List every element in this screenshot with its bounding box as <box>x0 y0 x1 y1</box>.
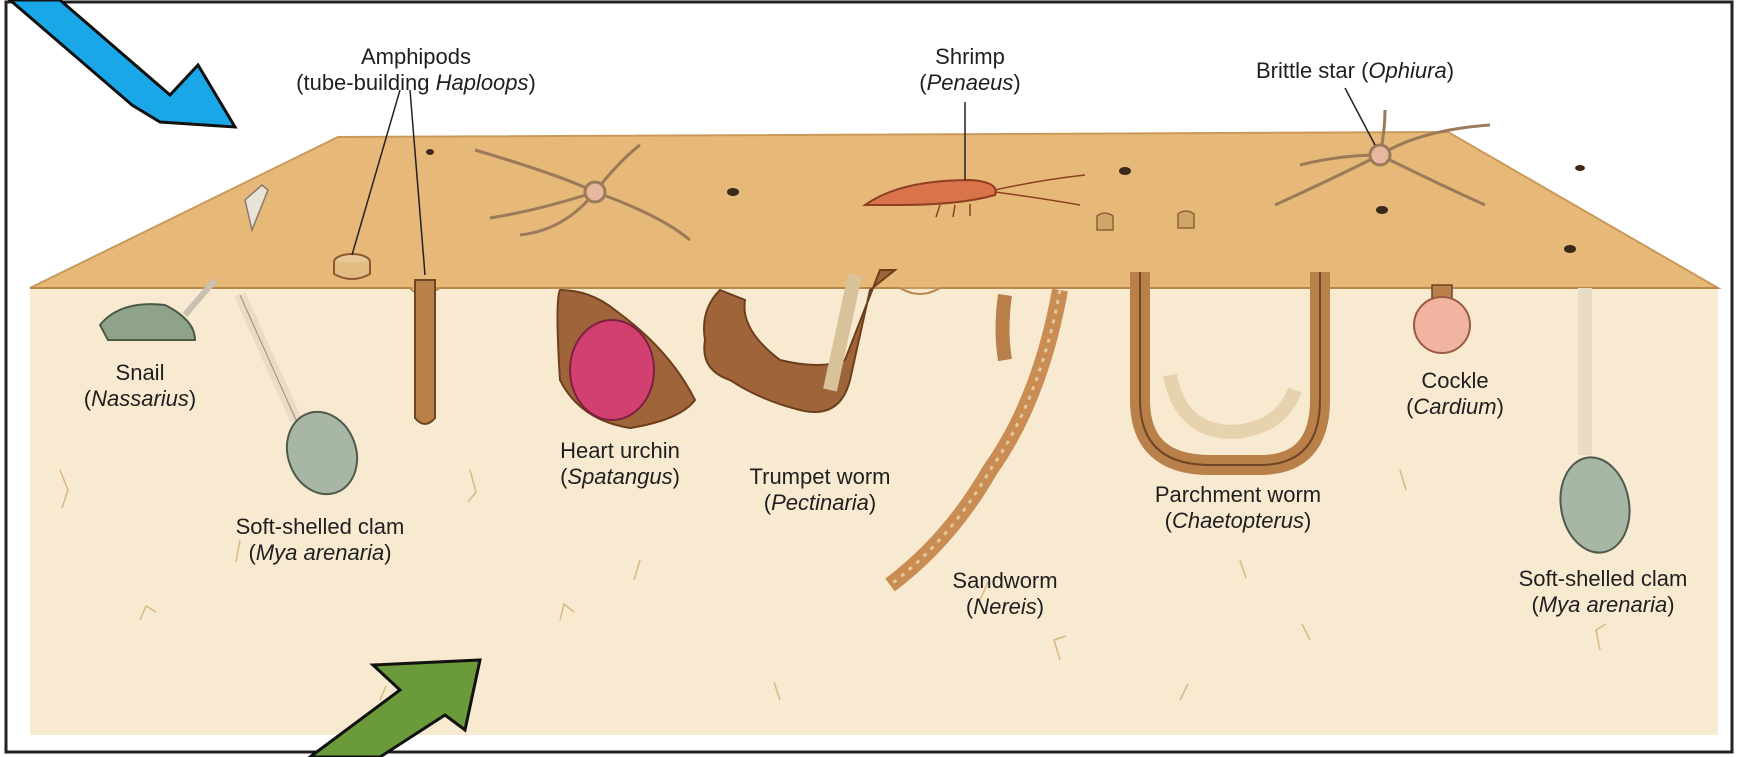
label-shrimp-line2-pre: ( <box>919 70 926 95</box>
label-brittle-star-genus: Ophiura <box>1368 58 1446 83</box>
label-snail-line2-post: ) <box>189 386 196 411</box>
label-shrimp-line1: Shrimp <box>900 44 1040 70</box>
label-sandworm: Sandworm (Nereis) <box>935 568 1075 620</box>
label-trumpet-worm-line1: Trumpet worm <box>730 464 910 490</box>
label-parchment-worm-line1: Parchment worm <box>1128 482 1348 508</box>
label-trumpet-worm-genus: Pectinaria <box>771 490 869 515</box>
label-parchment-worm-line2-pre: ( <box>1165 508 1172 533</box>
label-shrimp-line2-post: ) <box>1013 70 1020 95</box>
label-cockle-genus: Cardium <box>1413 394 1496 419</box>
label-clam-right-genus: Mya arenaria <box>1539 592 1667 617</box>
label-cockle-line1: Cockle <box>1390 368 1520 394</box>
label-brittle-star-pre: Brittle star ( <box>1256 58 1368 83</box>
label-shrimp-genus: Penaeus <box>927 70 1014 95</box>
label-heart-urchin-genus: Spatangus <box>567 464 672 489</box>
label-clam-left-line2-post: ) <box>384 540 391 565</box>
label-trumpet-worm: Trumpet worm (Pectinaria) <box>730 464 910 516</box>
label-amphipods-line2-post: ) <box>529 70 536 95</box>
label-heart-urchin-line2-post: ) <box>673 464 680 489</box>
label-sandworm-line2-post: ) <box>1037 594 1044 619</box>
label-cockle: Cockle (Cardium) <box>1390 368 1520 420</box>
label-amphipods-line1: Amphipods <box>266 44 566 70</box>
label-sandworm-genus: Nereis <box>973 594 1037 619</box>
label-parchment-worm-genus: Chaetopterus <box>1172 508 1304 533</box>
label-amphipods-genus: Haploops <box>436 70 529 95</box>
label-sandworm-line1: Sandworm <box>935 568 1075 594</box>
label-brittle-star: Brittle star (Ophiura) <box>1225 58 1485 84</box>
label-clam-right-line2-post: ) <box>1667 592 1674 617</box>
label-shrimp: Shrimp (Penaeus) <box>900 44 1040 96</box>
label-cockle-line2-post: ) <box>1497 394 1504 419</box>
label-amphipods-line2-pre: (tube-building <box>296 70 435 95</box>
label-snail-line1: Snail <box>70 360 210 386</box>
label-heart-urchin: Heart urchin (Spatangus) <box>540 438 700 490</box>
label-clam-right: Soft-shelled clam (Mya arenaria) <box>1488 566 1718 618</box>
label-parchment-worm-line2-post: ) <box>1304 508 1311 533</box>
label-amphipods: Amphipods (tube-building Haploops) <box>266 44 566 96</box>
label-heart-urchin-line1: Heart urchin <box>540 438 700 464</box>
label-clam-left-genus: Mya arenaria <box>256 540 384 565</box>
label-snail-line2-pre: ( <box>84 386 91 411</box>
label-clam-left-line2-pre: ( <box>248 540 255 565</box>
label-trumpet-worm-line2-post: ) <box>869 490 876 515</box>
label-clam-left-line1: Soft-shelled clam <box>210 514 430 540</box>
label-trumpet-worm-line2-pre: ( <box>764 490 771 515</box>
label-snail: Snail (Nassarius) <box>70 360 210 412</box>
label-parchment-worm: Parchment worm (Chaetopterus) <box>1128 482 1348 534</box>
label-clam-right-line2-pre: ( <box>1531 592 1538 617</box>
label-clam-left: Soft-shelled clam (Mya arenaria) <box>210 514 430 566</box>
label-clam-right-line1: Soft-shelled clam <box>1488 566 1718 592</box>
label-snail-genus: Nassarius <box>91 386 189 411</box>
label-brittle-star-post: ) <box>1447 58 1454 83</box>
